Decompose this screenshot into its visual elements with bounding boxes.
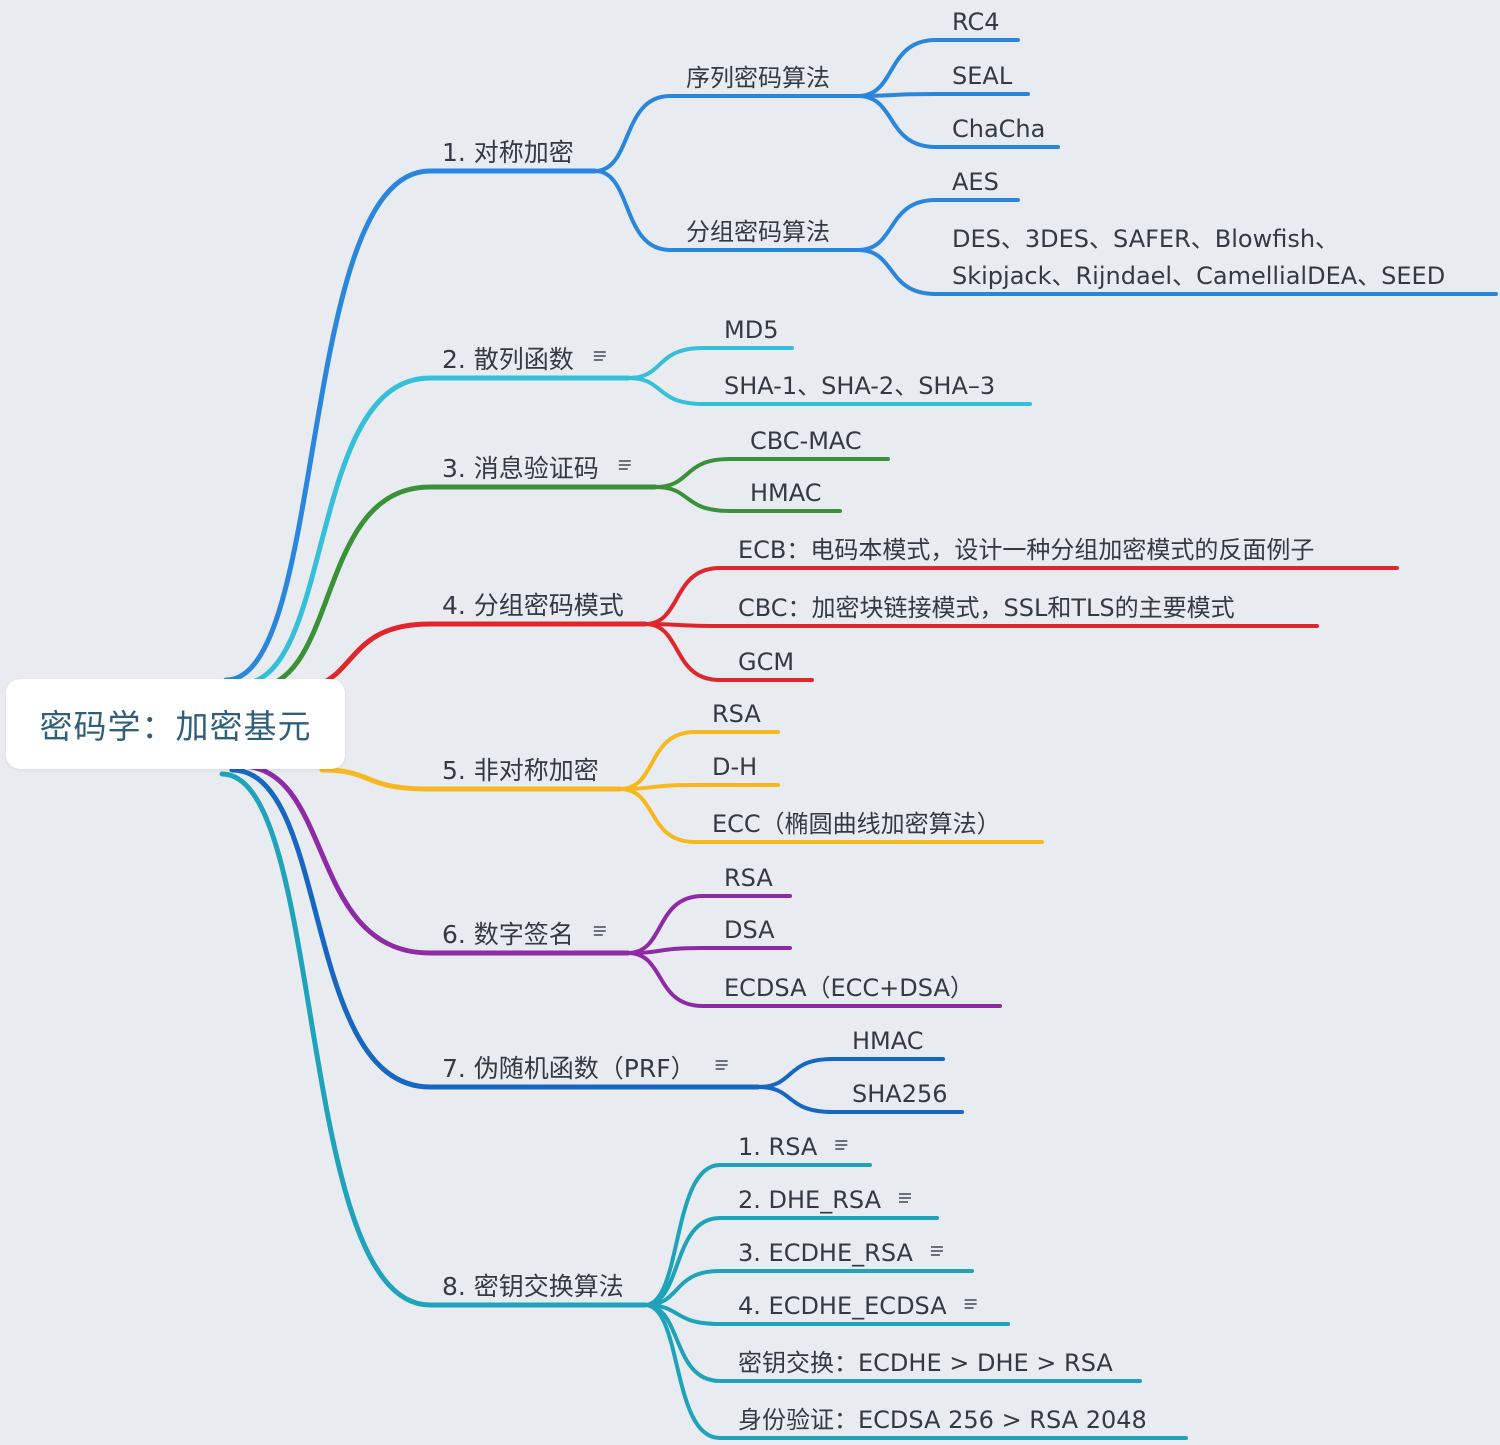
connector-b7-0 [756,1057,835,1089]
node-label[interactable]: RSA [724,864,773,892]
connector-b8 [219,771,433,1308]
connector-b1-0-2 [856,94,938,149]
connector-b1-0 [593,94,672,173]
node-label[interactable]: RC4 [952,8,1000,36]
node-label[interactable]: RSA [712,700,761,728]
connector-b1-0-1 [856,92,938,98]
node-label[interactable]: HMAC [852,1027,924,1055]
node-label[interactable]: 3. ECDHE_RSA [738,1239,913,1267]
note-icon[interactable] [964,1299,977,1309]
root-node[interactable]: 密码学：加密基元 [6,679,345,769]
connector-b1-1-0 [856,198,938,252]
node-label[interactable]: HMAC [750,479,822,507]
note-icon[interactable] [715,1060,728,1070]
connector-b4-2 [643,622,722,682]
branch-label-b1[interactable]: 1. 对称加密 [442,138,574,167]
connector-lines [219,38,1498,1440]
connector-b6-0 [626,894,705,955]
branch-label-b6[interactable]: 6. 数字签名 [442,920,574,949]
branch-label-b4[interactable]: 4. 分组密码模式 [442,591,624,620]
node-label[interactable]: 密钥交换：ECDHE > DHE > RSA [738,1349,1113,1377]
node-label[interactable]: 4. ECDHE_ECDSA [738,1292,947,1320]
node-label[interactable]: SHA-1、SHA-2、SHA–3 [724,372,995,400]
node-label[interactable]: ECC（椭圆曲线加密算法） [712,810,1001,838]
connector-b8-1 [643,1216,722,1307]
connector-b1-1-1 [856,248,938,296]
connector-b5-0 [618,730,697,791]
node-label[interactable]: AES [952,168,999,196]
node-label[interactable]: SHA256 [852,1080,948,1108]
connector-b3 [249,484,433,691]
connector-b2-0 [626,346,705,380]
node-label[interactable]: CBC-MAC [750,427,862,455]
connector-b8-5 [643,1303,722,1440]
node-label[interactable]: Skipjack、Rijndael、CamellialDEA、SEED [952,262,1445,290]
node-label[interactable]: 序列密码算法 [686,64,830,92]
node-label[interactable]: 2. DHE_RSA [738,1186,882,1214]
node-label[interactable]: 身份验证：ECDSA 256 > RSA 2048 [738,1406,1147,1434]
note-icon[interactable] [835,1140,848,1150]
node-label[interactable]: 分组密码算法 [686,218,830,246]
connector-b1-0-0 [856,38,938,98]
connector-b7-1 [756,1085,835,1114]
node-label[interactable]: CBC：加密块链接模式，SSL和TLS的主要模式 [738,594,1235,622]
node-label[interactable]: GCM [738,648,794,676]
connector-b6 [237,763,433,956]
note-icon[interactable] [930,1246,943,1256]
node-label[interactable]: DSA [724,916,775,944]
connector-b5 [319,767,433,792]
connector-b4-0 [643,566,722,626]
node-label[interactable]: SEAL [952,62,1013,90]
branch-label-b5[interactable]: 5. 非对称加密 [442,756,599,785]
connector-b1 [223,168,433,683]
node-label[interactable]: ChaCha [952,115,1045,143]
note-icon[interactable] [899,1193,911,1203]
connector-b2-1 [626,376,705,406]
node-label[interactable]: 1. RSA [738,1133,818,1161]
branch-label-b2[interactable]: 2. 散列函数 [442,345,574,374]
note-icon[interactable] [618,460,631,470]
connector-b2 [237,375,433,687]
node-label[interactable]: ECDSA（ECC+DSA） [724,974,974,1002]
note-icon[interactable] [593,926,606,936]
connector-b3-0 [653,457,732,489]
note-icon[interactable] [593,351,606,361]
branch-label-b3[interactable]: 3. 消息验证码 [442,454,599,483]
node-label[interactable]: MD5 [724,316,778,344]
connector-b5-2 [618,787,697,844]
connector-b7 [229,767,433,1090]
connector-b6-2 [626,951,705,1008]
node-label[interactable]: DES、3DES、SAFER、Blowfish、 [952,225,1339,253]
root-node-label: 密码学：加密基元 [39,707,312,746]
connector-b3-1 [653,485,732,513]
node-label[interactable]: D-H [712,753,757,781]
branch-label-b7[interactable]: 7. 伪随机函数（PRF） [442,1054,696,1083]
branch-label-b8[interactable]: 8. 密钥交换算法 [442,1272,624,1301]
node-label[interactable]: ECB：电码本模式，设计一种分组加密模式的反面例子 [738,536,1314,564]
connector-b1-1 [593,169,672,252]
